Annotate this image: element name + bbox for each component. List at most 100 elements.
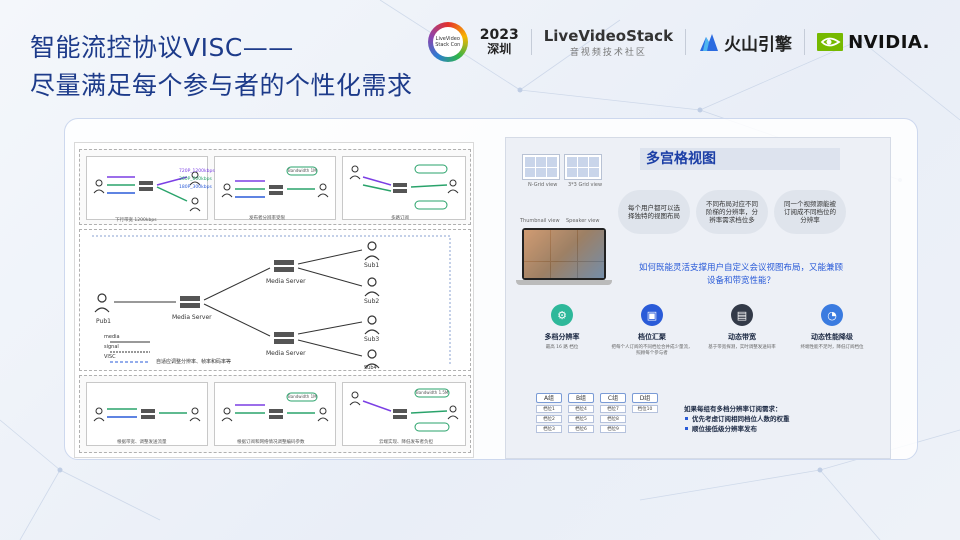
scenario-5-graphic xyxy=(221,392,329,422)
group-item: 档位2 xyxy=(536,415,562,423)
sub1-label: Sub1 xyxy=(364,262,380,269)
feature-desc: 终端性能不足时，降低订阅档位 xyxy=(800,345,864,350)
group-header: A组 xyxy=(536,393,562,403)
scenario-box-4: 根据带宽、调整发送流量 xyxy=(86,382,208,446)
feature-desc: 把每个人订阅的不同档位合并成少量流，照顾每个参与者 xyxy=(611,345,693,356)
scenario-6-graphic xyxy=(349,388,459,432)
scenario-box-6: Bandwidth 1.5M 云端实现、降低发布者负担 xyxy=(342,382,466,446)
bubble-3: 同一个视频源能被订阅成不同档位的分辨率 xyxy=(774,190,846,234)
multi-grid-view-screenshot: N-Grid view 3*3 Grid view Thumbnail view… xyxy=(505,137,891,459)
performance-icon: ◔ xyxy=(821,304,843,326)
feature-dynamic-bandwidth: ▤ 动态带宽 基于带宽探测，实时调整发送码率 xyxy=(700,304,784,351)
bubble-2: 不同布局对应不同阶梯的分辨率，分辨率需求档位多 xyxy=(696,190,768,234)
logo-divider xyxy=(685,29,687,55)
group-header: D组 xyxy=(632,393,658,403)
requirement-item: 优先考虑订阅相同档位人数的权重 xyxy=(684,414,790,424)
sub3-label: Sub3 xyxy=(364,336,380,343)
flow-label-180p: 180P_300kbps xyxy=(179,185,212,190)
resolution-icon: ⚙ xyxy=(551,304,573,326)
top-label-2: 发布者分辨率受限 xyxy=(249,216,285,221)
volcano-engine-logo: 火山引擎 xyxy=(698,30,792,55)
group-c: C组 档位7 档位8 档位9 xyxy=(600,393,626,433)
feature-title: 多档分辨率 xyxy=(544,333,580,341)
scenario-box-3: 多路订阅 xyxy=(342,156,466,221)
slide-title: 智能流控协议VISC—— 尽量满足每个参与者的个性化需求 xyxy=(30,28,413,102)
sub4-label: Sub4 xyxy=(364,365,377,371)
scenario-box-2: Bandwidth 1M 发布者分辨率受限 xyxy=(214,156,336,221)
diagram-middle-section: Pub1 Media Server Media Server Media Ser… xyxy=(79,229,471,371)
conference-badge-logo: LiveVideo Stack Con xyxy=(427,22,468,62)
bottom-label-2: 根据订阅和网络情况调整编码参数 xyxy=(237,440,305,445)
n-grid-label: N-Grid view xyxy=(528,182,558,188)
sub2-label: Sub2 xyxy=(364,298,380,305)
group-item: 档位4 xyxy=(568,405,594,413)
grid-3x3-thumbnail xyxy=(564,154,602,180)
badge-text: LiveVideo Stack Con xyxy=(432,27,463,57)
sponsor-logos: LiveVideo Stack Con 2023 深圳 LiveVideoSta… xyxy=(427,22,930,62)
middle-flow-graphic xyxy=(92,235,451,369)
group-item: 档位10 xyxy=(632,405,658,413)
scenario-box-5: Bandwidth 1M 根据订阅和网络情况调整编码参数 xyxy=(214,382,336,446)
grid-3x3-label: 3*3 Grid view xyxy=(568,182,603,188)
subscription-requirements: 如果每组有多档分辨率订阅需求： 优先考虑订阅相同档位人数的权重 顺位接低级分辨率… xyxy=(684,404,790,434)
logo-divider xyxy=(804,29,806,55)
group-b: B组 档位4 档位5 档位6 xyxy=(568,393,594,433)
diagram-top-section: 下行带宽 1200kbps Bandwidth 1M 发布者分辨率受限 xyxy=(79,149,471,225)
requirements-title: 如果每组有多档分辨率订阅需求： xyxy=(684,405,782,413)
n-grid-thumbnail xyxy=(522,154,560,180)
pub1-label: Pub1 xyxy=(96,318,111,325)
bottom-label-3: 云端实现、降低发布者负担 xyxy=(379,440,433,445)
top-label-3: 多路订阅 xyxy=(391,216,409,221)
legend-media: media xyxy=(104,334,120,340)
top-label-1: 下行带宽 1200kbps xyxy=(115,218,157,223)
bandwidth-mid-tag: Bandwidth 1.5M xyxy=(416,390,449,395)
laptop-video-call-image xyxy=(516,228,612,292)
group-header: B组 xyxy=(568,393,594,403)
group-item: 档位3 xyxy=(536,425,562,433)
legend-visc: VISC xyxy=(104,354,116,360)
group-item: 档位6 xyxy=(568,425,594,433)
nvidia-logo: NVIDIA. xyxy=(817,32,930,53)
group-item: 档位8 xyxy=(600,415,626,423)
flow-label-360p: 360P_600kbps xyxy=(179,177,212,182)
bandwidth-low-tag-2: Bandwidth 1M xyxy=(288,394,317,399)
media-server-label-lower: Media Server xyxy=(266,350,306,357)
feature-multi-resolution: ⚙ 多档分辨率 最高 16 路 档位 xyxy=(520,304,604,351)
year-number: 2023 xyxy=(479,27,519,43)
conference-city: 深圳 xyxy=(487,42,512,56)
scenario-box-1: 下行带宽 1200kbps xyxy=(86,156,208,223)
bandwidth-icon: ▤ xyxy=(731,304,753,326)
scenario-4-graphic xyxy=(93,407,201,422)
feature-dynamic-performance: ◔ 动态性能降级 终端性能不足时，降低订阅档位 xyxy=(790,304,874,351)
media-server-label: Media Server xyxy=(172,314,212,321)
visc-flow-diagram: 下行带宽 1200kbps Bandwidth 1M 发布者分辨率受限 xyxy=(74,142,474,458)
volcano-engine-name: 火山引擎 xyxy=(724,34,793,55)
logo-divider xyxy=(530,29,532,55)
multi-grid-title: 多宫格视图 xyxy=(640,148,840,170)
group-item: 档位5 xyxy=(568,415,594,423)
thumbnail-view-label: Thumbnail view xyxy=(520,218,560,224)
adapt-note: 自适应调整分辨率、帧率和码率等 xyxy=(156,359,232,365)
feature-level-aggregation: ▣ 档位汇聚 把每个人订阅的不同档位合并成少量流，照顾每个参与者 xyxy=(610,304,694,357)
legend-signal: signal xyxy=(104,344,119,350)
group-item: 档位9 xyxy=(600,425,626,433)
group-item: 档位7 xyxy=(600,405,626,413)
feature-title: 档位汇聚 xyxy=(638,333,666,341)
group-item: 档位1 xyxy=(536,405,562,413)
aggregation-icon: ▣ xyxy=(641,304,663,326)
feature-desc: 基于带宽探测，实时调整发送码率 xyxy=(708,345,776,350)
feature-title: 动态性能降级 xyxy=(811,333,853,341)
conference-year: 2023 深圳 xyxy=(480,28,519,56)
feature-desc: 最高 16 路 档位 xyxy=(545,345,579,350)
scenario-2-graphic xyxy=(221,166,329,198)
speaker-view-label: Speaker view xyxy=(566,218,600,224)
livevideostack-name: LiveVideoStack xyxy=(543,26,674,45)
scenario-3-graphic xyxy=(349,164,459,210)
feature-title: 动态带宽 xyxy=(728,333,756,341)
livevideostack-logo: LiveVideoStack 音视频技术社区 xyxy=(544,27,673,58)
key-question: 如何既能灵活支撑用户自定义会议视图布局，又能兼顾设备和带宽性能？ xyxy=(638,263,843,286)
media-server-label-upper: Media Server xyxy=(266,278,306,285)
volcano-icon xyxy=(700,34,719,51)
livevideostack-subtitle: 音视频技术社区 xyxy=(569,47,647,58)
resolution-groups: A组 档位1 档位2 档位3 B组 档位4 档位5 档位6 C组 档位7 档位8… xyxy=(536,393,658,433)
